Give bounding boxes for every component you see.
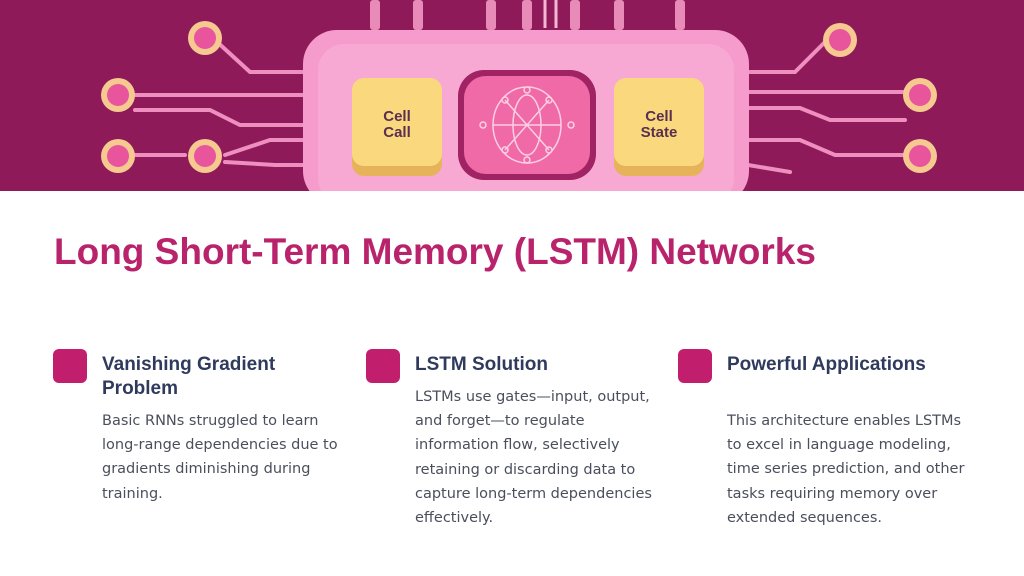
- feature-heading: Vanishing Gradient Problem: [102, 354, 276, 399]
- feature-heading: LSTM Solution: [415, 354, 548, 375]
- feature-heading: Powerful Applications: [727, 354, 926, 375]
- chip-left-label-line1: Cell: [383, 108, 411, 125]
- page-title: Long Short-Term Memory (LSTM) Networks: [54, 231, 816, 272]
- bullet-square-icon: [53, 349, 87, 383]
- feature-body: This architecture enables LSTMs to excel…: [727, 413, 965, 526]
- bullet-square-icon: [366, 349, 400, 383]
- chip-left-label-line2: Call: [383, 124, 411, 141]
- chip-right-label-line2: State: [641, 124, 678, 141]
- chip-right-label-line1: Cell: [645, 108, 673, 125]
- neural-core-icon: [479, 86, 575, 164]
- feature-body: LSTMs use gates—input, output, and forge…: [415, 389, 652, 527]
- circuit-chip-illustration: Cell Call Cell State: [0, 0, 1024, 191]
- hero-illustration: Cell Call Cell State: [0, 0, 1024, 191]
- feature-body: Basic RNNs struggled to learn long-range…: [102, 413, 338, 502]
- bullet-square-icon: [678, 349, 712, 383]
